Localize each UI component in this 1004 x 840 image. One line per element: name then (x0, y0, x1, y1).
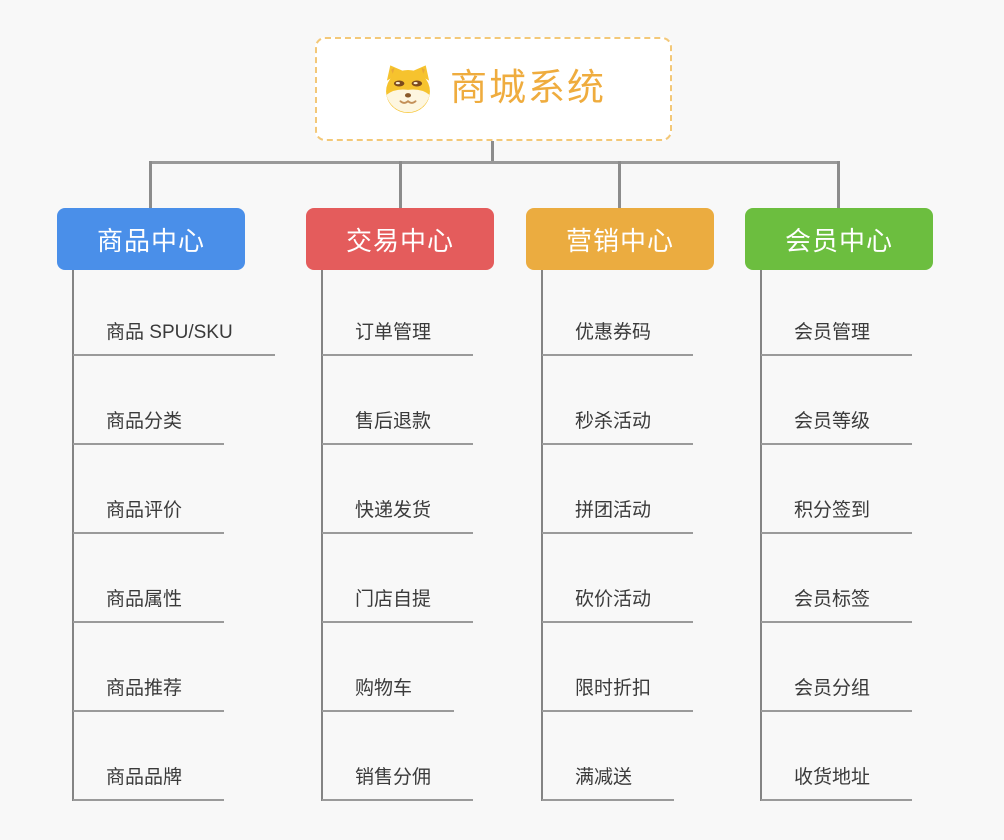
connector-branch-line (760, 270, 762, 801)
connector-branch-line (321, 270, 323, 801)
leaf-node[interactable]: 会员管理 (761, 320, 913, 356)
leaf-node[interactable]: 商品分类 (73, 409, 225, 445)
connector-branch-line (72, 270, 74, 801)
leaf-node[interactable]: 秒杀活动 (542, 409, 694, 445)
leaf-node[interactable]: 满减送 (542, 765, 675, 801)
leaf-node[interactable]: 会员等级 (761, 409, 913, 445)
connector-drop (149, 161, 152, 210)
leaf-node[interactable]: 售后退款 (322, 409, 474, 445)
leaf-node[interactable]: 优惠券码 (542, 320, 694, 356)
leaf-node[interactable]: 会员标签 (761, 587, 913, 623)
root-node[interactable]: 商城系统 (315, 37, 672, 141)
connector-drop (837, 161, 840, 210)
branch-node-marketing-center[interactable]: 营销中心 (526, 208, 714, 270)
leaf-node[interactable]: 拼团活动 (542, 498, 694, 534)
connector-branch-line (541, 270, 543, 801)
branch-node-member-center[interactable]: 会员中心 (745, 208, 933, 270)
leaf-node[interactable]: 商品评价 (73, 498, 225, 534)
branch-member-center: 会员中心 会员管理 会员等级 积分签到 会员标签 会员分组 收货地址 (745, 208, 965, 801)
branch-marketing-center: 营销中心 优惠券码 秒杀活动 拼团活动 砍价活动 限时折扣 满减送 (526, 208, 746, 801)
leaf-node[interactable]: 购物车 (322, 676, 455, 712)
dog-face-icon (381, 62, 435, 116)
leaf-node[interactable]: 商品推荐 (73, 676, 225, 712)
leaf-node[interactable]: 商品属性 (73, 587, 225, 623)
connector-drop (399, 161, 402, 210)
leaf-node[interactable]: 订单管理 (322, 320, 474, 356)
leaf-node[interactable]: 商品 SPU/SKU (73, 320, 275, 356)
leaf-node[interactable]: 积分签到 (761, 498, 913, 534)
branch-node-trade-center[interactable]: 交易中心 (306, 208, 494, 270)
branch-node-product-center[interactable]: 商品中心 (57, 208, 245, 270)
leaf-node[interactable]: 商品品牌 (73, 765, 225, 801)
branch-product-center: 商品中心 商品 SPU/SKU 商品分类 商品评价 商品属性 商品推荐 商品品牌 (57, 208, 277, 801)
leaf-node[interactable]: 门店自提 (322, 587, 474, 623)
leaf-node[interactable]: 限时折扣 (542, 676, 694, 712)
branch-trade-center: 交易中心 订单管理 售后退款 快递发货 门店自提 购物车 销售分佣 (306, 208, 526, 801)
leaf-node[interactable]: 收货地址 (761, 765, 913, 801)
connector-drop (618, 161, 621, 210)
root-title: 商城系统 (450, 66, 606, 108)
connector-root-drop (491, 141, 494, 163)
leaf-node[interactable]: 会员分组 (761, 676, 913, 712)
leaf-node[interactable]: 快递发货 (322, 498, 474, 534)
leaf-node[interactable]: 销售分佣 (322, 765, 474, 801)
connector-bus (149, 161, 840, 164)
leaf-node[interactable]: 砍价活动 (542, 587, 694, 623)
